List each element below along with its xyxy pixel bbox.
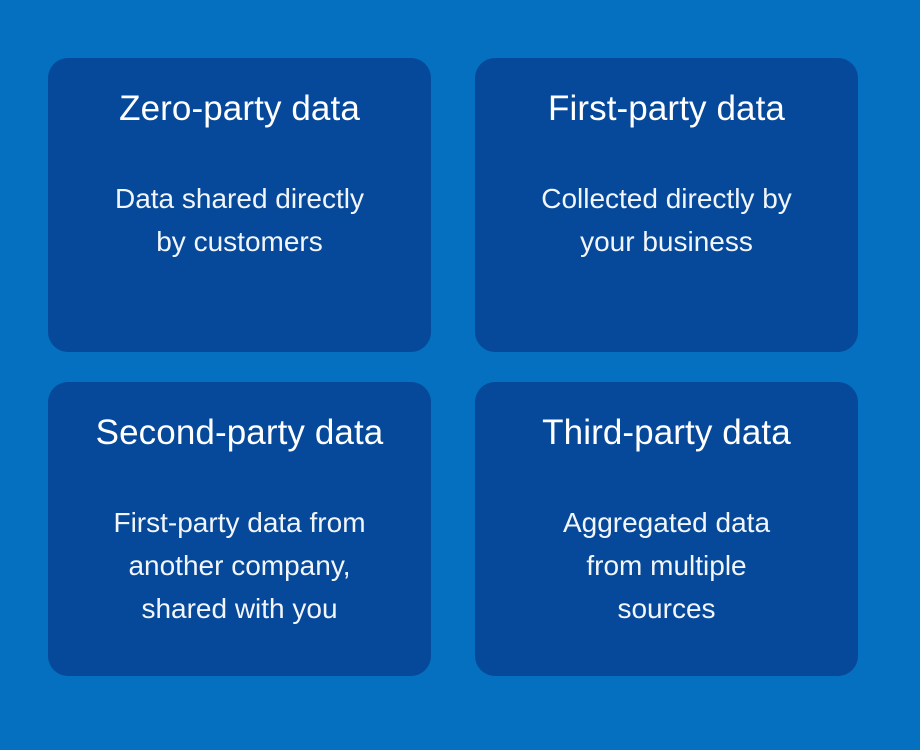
card-title: Third-party data (542, 413, 791, 452)
card-description: Collected directly by your business (541, 177, 792, 263)
card-description: Data shared directly by customers (115, 177, 364, 263)
card-third-party[interactable]: Third-party data Aggregated data from mu… (475, 382, 858, 676)
card-description-line: from multiple (586, 550, 747, 581)
card-description: First-party data from another company, s… (113, 501, 365, 630)
card-title: First-party data (548, 89, 785, 128)
card-zero-party[interactable]: Zero-party data Data shared directly by … (48, 58, 431, 352)
card-title: Second-party data (95, 413, 384, 452)
card-description-line: your business (580, 226, 753, 257)
card-description-line: First-party data from (113, 507, 366, 538)
card-description-line: shared with you (141, 593, 338, 624)
card-description-line: Collected directly by (541, 183, 792, 214)
card-description-line: another company, (128, 550, 351, 581)
data-types-card-grid: Zero-party data Data shared directly by … (48, 58, 858, 676)
card-first-party[interactable]: First-party data Collected directly by y… (475, 58, 858, 352)
card-description-line: sources (617, 593, 716, 624)
card-description: Aggregated data from multiple sources (563, 501, 770, 630)
card-second-party[interactable]: Second-party data First-party data from … (48, 382, 431, 676)
card-title: Zero-party data (119, 89, 360, 128)
card-description-line: Data shared directly (114, 183, 364, 214)
card-description-line: by customers (156, 226, 323, 257)
card-description-line: Aggregated data (562, 507, 771, 538)
